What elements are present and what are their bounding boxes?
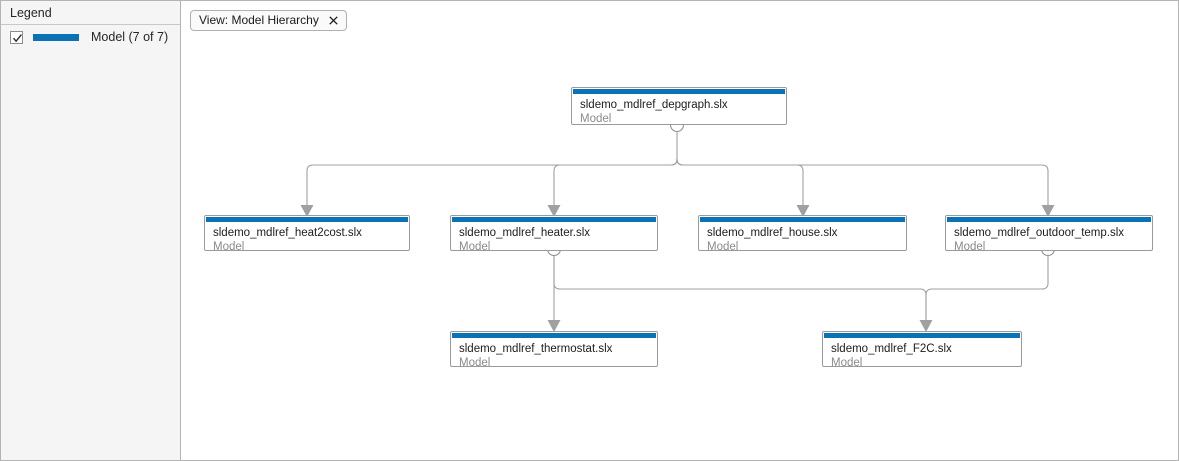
view-chip-model-hierarchy[interactable]: View: Model Hierarchy	[190, 10, 347, 31]
legend-color-swatch	[33, 33, 79, 41]
edge-depgraph-outdoor-temp	[676, 158, 1049, 205]
node-f2c[interactable]: sldemo_mdlref_F2C.slx Model	[822, 331, 1022, 367]
node-title: sldemo_mdlref_depgraph.slx	[580, 99, 728, 111]
node-header-bar	[947, 217, 1151, 222]
view-chip-label: View: Model Hierarchy	[199, 13, 319, 27]
legend-title: Legend	[10, 6, 52, 20]
edge-outdoor-temp-f2c	[925, 256, 1049, 320]
node-subtitle: Model	[954, 241, 986, 251]
edge-depgraph-heater	[553, 158, 678, 205]
node-subtitle: Model	[831, 357, 863, 367]
node-header-bar	[700, 217, 905, 222]
node-heat2cost[interactable]: sldemo_mdlref_heat2cost.slx Model	[204, 215, 410, 251]
node-depgraph[interactable]: sldemo_mdlref_depgraph.slx Model	[571, 87, 787, 125]
node-outdoor-temp[interactable]: sldemo_mdlref_outdoor_temp.slx Model	[945, 215, 1153, 251]
node-header-bar	[452, 217, 656, 222]
legend-divider	[1, 24, 180, 25]
close-icon[interactable]	[328, 15, 339, 26]
node-subtitle: Model	[213, 241, 245, 251]
legend-checkbox[interactable]	[10, 30, 23, 44]
node-title: sldemo_mdlref_F2C.slx	[831, 343, 952, 355]
node-header-bar	[824, 333, 1020, 338]
node-title: sldemo_mdlref_thermostat.slx	[459, 343, 613, 355]
node-title: sldemo_mdlref_outdoor_temp.slx	[954, 227, 1125, 239]
edge-heater-f2c	[553, 256, 927, 320]
node-header-bar	[206, 217, 408, 222]
node-house[interactable]: sldemo_mdlref_house.slx Model	[698, 215, 907, 251]
edge-depgraph-heat2cost	[306, 158, 678, 205]
node-title: sldemo_mdlref_heater.slx	[459, 227, 591, 239]
node-header-bar	[452, 333, 656, 338]
node-title: sldemo_mdlref_heat2cost.slx	[213, 227, 362, 239]
node-subtitle: Model	[459, 357, 491, 367]
node-subtitle: Model	[580, 113, 612, 125]
edge-depgraph-house	[676, 158, 804, 205]
node-thermostat[interactable]: sldemo_mdlref_thermostat.slx Model	[450, 331, 658, 367]
node-title: sldemo_mdlref_house.slx	[707, 227, 838, 239]
node-subtitle: Model	[459, 241, 491, 251]
node-subtitle: Model	[707, 241, 739, 251]
node-header-bar	[573, 89, 785, 94]
legend-panel: Legend Model (7 of 7)	[1, 1, 181, 460]
node-heater[interactable]: sldemo_mdlref_heater.slx Model	[450, 215, 658, 251]
legend-item-label: Model (7 of 7)	[91, 30, 169, 44]
legend-item-model[interactable]: Model (7 of 7)	[1, 25, 180, 49]
graph-canvas[interactable]: View: Model Hierarchy	[182, 1, 1178, 460]
